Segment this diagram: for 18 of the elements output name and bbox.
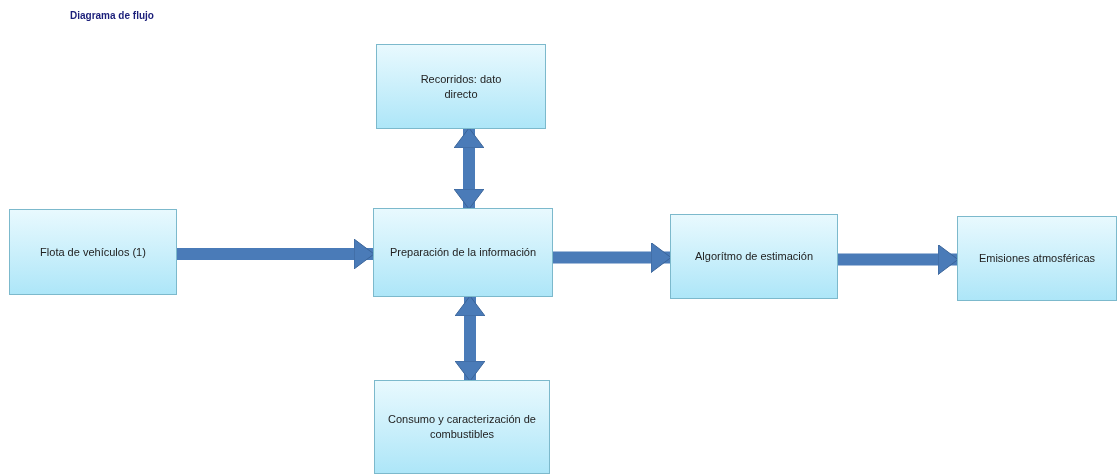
box-label: Preparación de la información xyxy=(389,245,537,260)
process-box xyxy=(670,214,838,299)
block-arrow xyxy=(453,127,485,210)
block-arrow xyxy=(838,244,959,275)
block-arrow xyxy=(177,238,375,270)
box-label: Emisiones atmosféricas xyxy=(978,251,1096,266)
diagram-title: Diagrama de flujo xyxy=(70,9,154,23)
process-box xyxy=(373,208,553,297)
process-box xyxy=(957,216,1117,301)
box-label: Algorítmo de estimación xyxy=(695,249,813,264)
process-box xyxy=(374,380,550,474)
block-arrow xyxy=(454,295,486,382)
box-label: Recorridos: dato directo xyxy=(419,71,503,102)
process-box xyxy=(9,209,177,295)
box-label: Consumo y caracterización de combustibles xyxy=(387,412,537,442)
process-box xyxy=(376,44,546,129)
box-label: Flota de vehículos (1) xyxy=(40,244,146,260)
block-arrow xyxy=(553,242,672,273)
